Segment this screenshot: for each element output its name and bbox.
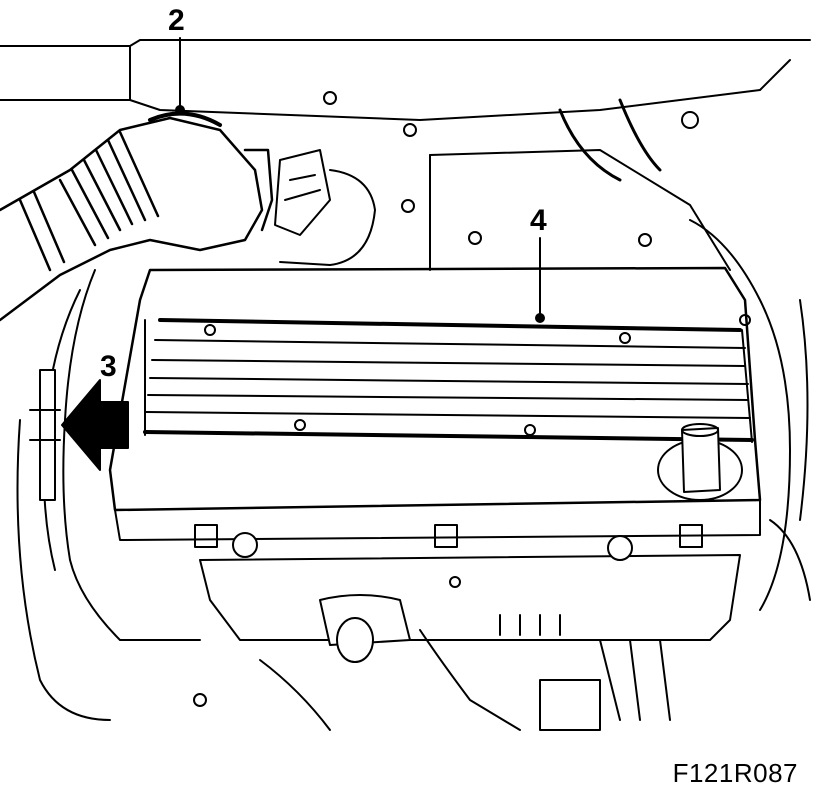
intake-hose bbox=[0, 111, 274, 322]
callout-2: 2 bbox=[168, 4, 185, 37]
lower-engine-parts bbox=[193, 594, 671, 731]
bulkhead-edge bbox=[0, 39, 811, 121]
leader-lines bbox=[175, 37, 545, 323]
sensor-connector bbox=[274, 149, 376, 266]
right-hoses bbox=[323, 91, 811, 611]
lower-manifold bbox=[114, 499, 761, 641]
direction-arrow bbox=[61, 379, 129, 471]
callout-4: 4 bbox=[530, 204, 547, 237]
figure-code: F121R087 bbox=[672, 758, 798, 788]
callout-3: 3 bbox=[100, 350, 117, 383]
left-hoses bbox=[16, 269, 201, 721]
cam-cover bbox=[108, 266, 762, 512]
rear-bracket bbox=[429, 149, 731, 271]
oil-filler-cap bbox=[657, 423, 743, 501]
